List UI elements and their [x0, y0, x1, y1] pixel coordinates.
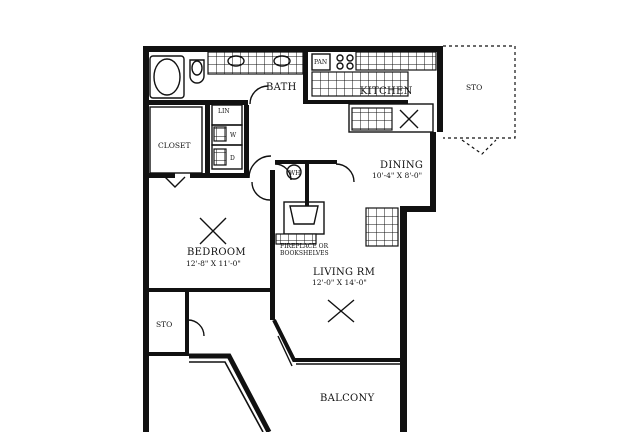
label-dining: DINING	[380, 160, 423, 171]
label-bedroom-dim: 12'-8" X 11'-0"	[186, 259, 241, 268]
balcony-walls	[189, 353, 272, 432]
bath-fixtures	[149, 51, 304, 105]
fireplace	[275, 164, 399, 247]
label-living-dim: 12'-0" X 14'-0"	[312, 278, 367, 287]
label-dryer: D	[230, 155, 235, 162]
living-walls	[272, 319, 400, 365]
label-fireplace-1: FIREPLACE OR	[280, 243, 329, 250]
label-living: LIVING RM	[313, 267, 375, 278]
label-kitchen: KITCHEN	[360, 86, 413, 97]
label-sto-bottom: STO	[156, 320, 172, 329]
exterior-walls	[143, 46, 443, 432]
label-wh: WH	[289, 170, 300, 177]
label-bath: BATH	[266, 82, 297, 93]
ceiling-fan-icon	[199, 217, 355, 323]
label-sto-top: STO	[466, 83, 482, 92]
label-fireplace-2: BOOKSHELVES	[280, 250, 329, 257]
label-dining-dim: 10'-4" X 8'-0"	[372, 171, 422, 180]
closet-area	[149, 104, 243, 188]
room-labels: BATH PAN KITCHEN STO LIN CLOSET W D DINI…	[156, 59, 482, 404]
label-bedroom: BEDROOM	[187, 247, 246, 258]
storage-top	[443, 45, 516, 155]
doors	[187, 155, 355, 367]
label-pan: PAN	[314, 59, 327, 66]
label-balcony: BALCONY	[320, 393, 375, 404]
kitchen	[311, 51, 437, 133]
interior-walls	[143, 52, 408, 356]
label-washer: W	[230, 132, 237, 139]
label-closet: CLOSET	[158, 141, 190, 150]
label-lin: LIN	[218, 108, 230, 115]
